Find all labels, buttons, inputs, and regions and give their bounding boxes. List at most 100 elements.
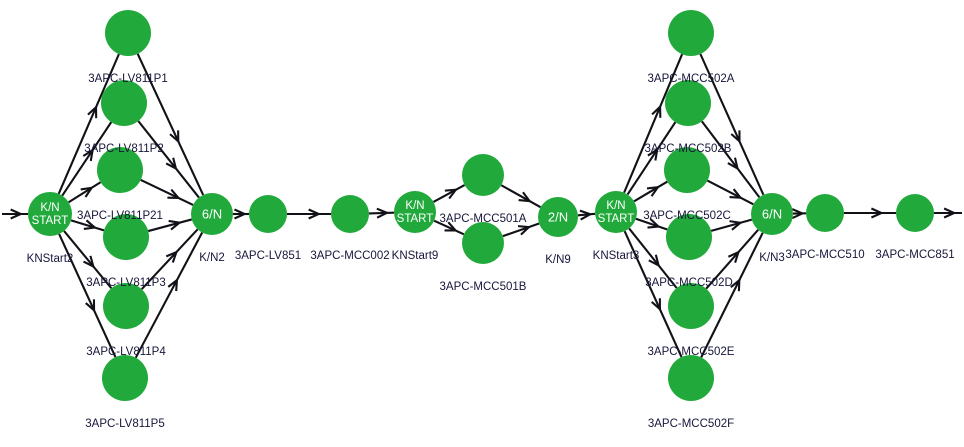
node-label-3APC-MCC502F: 3APC-MCC502F [648,418,734,430]
node-label-3APC-MCC851: 3APC-MCC851 [875,249,954,261]
node-label-3APC-LV811P5: 3APC-LV811P5 [85,418,164,430]
node-3APC-MCC502A[interactable] [668,10,714,56]
node-3APC-MCC502C[interactable] [664,147,710,193]
node-3APC-MCC502B[interactable] [665,80,711,126]
edge-KNStart3-to-3APC-MCC502B [626,121,677,196]
node-circle-3APC-MCC502E[interactable] [668,283,714,329]
node-label-3APC-LV811P1: 3APC-LV811P1 [88,73,167,85]
labels-layer: KNStart23APC-LV811P13APC-LV811P23APC-LV8… [27,73,955,430]
arrowhead-3APC-MCC502A-to-K/N3 [730,130,741,144]
node-label-3APC-MCC501A: 3APC-MCC501A [440,213,527,225]
node-circle-3APC-MCC501B[interactable] [462,222,504,264]
node-circle-3APC-MCC851[interactable] [896,194,934,232]
edge-3APC-MCC501B-to-K/N9 [502,222,540,238]
edge-3APC-LV811P5-to-K/N2 [134,232,204,359]
node-inner-text2-KNStart9: START [397,213,434,225]
node-3APC-MCC510[interactable] [806,194,844,232]
node-label-3APC-MCC502B: 3APC-MCC502B [645,143,732,155]
arrowhead-3APC-MCC851-to-EXIT [943,207,957,219]
edge-KNStart3-to-3APC-MCC502C [633,180,668,203]
node-circle-KNStart9[interactable] [394,191,436,233]
arrowhead-3APC-MCC502C-to-K/N3 [729,188,743,199]
node-3APC-LV811P2[interactable] [101,80,147,126]
edge-3APC-MCC502E-to-K/N3 [705,229,759,290]
node-circle-3APC-MCC502B[interactable] [665,80,711,126]
arrowhead-KNStart3-to-3APC-MCC502D [647,218,661,229]
arrowhead-3APC-MCC002-to-KNStart9 [376,207,390,219]
node-3APC-LV811P4[interactable] [103,283,149,329]
node-circle-3APC-MCC502A[interactable] [668,10,714,56]
node-circle-KNStart2[interactable] [28,192,72,236]
edge-3APC-LV811P2-to-K/N2 [137,120,200,199]
node-3APC-MCC501A[interactable] [462,154,504,196]
node-circle-3APC-MCC510[interactable] [806,194,844,232]
node-3APC-MCC502F[interactable] [668,355,714,401]
node-3APC-LV811P3[interactable] [103,214,149,260]
node-label-KNStart9: KNStart9 [392,250,439,262]
node-3APC-LV811P5[interactable] [102,355,148,401]
arrowhead-KNStart2-to-3APC-LV811P5 [85,299,96,313]
arrowhead-KNStart3-to-3APC-MCC502A [651,104,662,118]
node-3APC-LV811P21[interactable] [97,147,143,193]
arrowhead-K/N2-to-3APC-LV851 [234,208,248,220]
edge-3APC-LV811P1-to-K/N2 [136,53,205,196]
node-3APC-MCC502E[interactable] [668,283,714,329]
node-circle-3APC-MCC502D[interactable] [666,214,712,260]
node-3APC-MCC851[interactable] [896,194,934,232]
node-circle-3APC-LV851[interactable] [249,195,287,233]
arrowhead-KNStart9-to-3APC-MCC501B [444,221,458,232]
node-label-KNStart2: KNStart2 [27,253,74,265]
node-label-3APC-MCC502C: 3APC-MCC502C [643,210,731,222]
node-inner-text-K/N2: 6/N [202,206,222,221]
node-circle-3APC-MCC501A[interactable] [462,154,504,196]
node-K/N9[interactable]: 2/N [538,197,578,237]
edge-KNStart2-to-3APC-LV811P4 [63,230,113,289]
node-circle-3APC-LV811P4[interactable] [103,283,149,329]
node-circle-3APC-MCC002[interactable] [331,195,369,233]
node-circle-3APC-LV811P5[interactable] [102,355,148,401]
node-label-3APC-MCC502A: 3APC-MCC502A [648,73,735,85]
node-label-3APC-MCC502D: 3APC-MCC502D [645,277,733,289]
arrowhead-KNStart2-to-3APC-LV811P21 [80,186,94,198]
edge-3APC-MCC502F-to-K/N3 [700,232,764,358]
node-inner-text-KNStart3: K/N [606,200,625,212]
node-circle-3APC-MCC502F[interactable] [668,355,714,401]
node-inner-text2-KNStart2: START [32,215,69,227]
node-circle-K/N2[interactable] [191,193,233,235]
node-K/N2[interactable]: 6/N [191,193,233,235]
node-circle-3APC-LV811P2[interactable] [101,80,147,126]
edge-KNStart2-to-3APC-LV811P1 [57,53,120,195]
node-circle-3APC-LV811P21[interactable] [97,147,143,193]
node-circle-K/N9[interactable] [538,197,578,237]
node-circle-KNStart3[interactable] [595,191,637,233]
arrowhead-KNStart2-to-3APC-LV811P1 [87,104,98,119]
arrowhead-3APC-MCC510-to-3APC-MCC851 [870,207,885,219]
node-inner-text-KNStart9: K/N [405,200,424,212]
node-3APC-MCC002[interactable] [331,195,369,233]
arrowhead-3APC-LV811P5-to-K/N2 [167,277,179,292]
node-3APC-MCC501B[interactable] [462,222,504,264]
node-label-K/N2: K/N2 [199,252,225,264]
node-circle-3APC-MCC502C[interactable] [664,147,710,193]
arrowhead-3APC-MCC502B-to-K/N3 [727,157,740,171]
node-circle-3APC-LV811P1[interactable] [105,10,151,56]
node-K/N3[interactable]: 6/N [751,193,793,235]
node-label-K/N3: K/N3 [759,252,785,264]
arrowhead-3APC-LV811P2-to-K/N2 [165,157,178,171]
edge-KNStart3-to-3APC-MCC502F [623,230,683,358]
node-circle-K/N3[interactable] [751,193,793,235]
node-circle-3APC-LV811P3[interactable] [103,214,149,260]
node-3APC-LV811P1[interactable] [105,10,151,56]
node-label-3APC-MCC002: 3APC-MCC002 [310,250,389,262]
edge-3APC-MCC501A-to-K/N9 [500,184,542,209]
arrowhead-3APC-LV811P21-to-K/N2 [167,188,181,200]
node-3APC-MCC502D[interactable] [666,214,712,260]
arrowhead-KNStart2-to-3APC-LV811P3 [83,219,98,230]
node-3APC-LV851[interactable] [249,195,287,233]
node-inner-text2-KNStart3: START [598,213,635,225]
arrowhead-KNStart3-to-3APC-MCC502B [647,147,659,161]
